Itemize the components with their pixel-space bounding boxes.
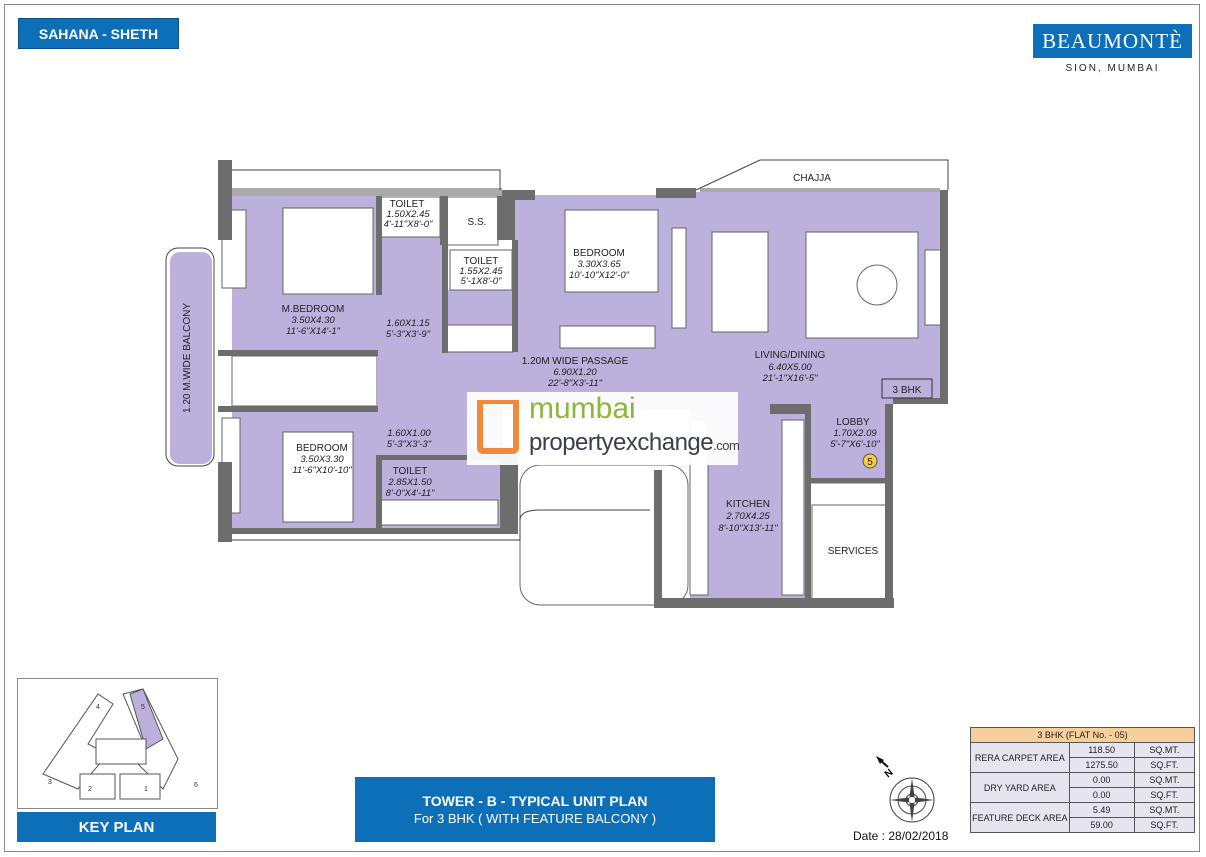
- unit-badge: 3 BHK: [893, 385, 922, 396]
- bedroom3-imperial: 11'-6"X10'-10": [292, 465, 352, 476]
- walls: [218, 160, 948, 608]
- lobby-imperial: 5'-7"X6'-10": [830, 439, 880, 450]
- key-unit-4: 4: [96, 704, 100, 711]
- area-row-label: DRY YARD AREA: [970, 772, 1070, 803]
- plan-title: TOWER - B - TYPICAL UNIT PLAN For 3 BHK …: [355, 777, 715, 842]
- watermark-line1: mumbai: [529, 392, 636, 425]
- m-bedroom-imperial: 11'-6"X14'-1": [286, 326, 341, 337]
- area-unit: SQ.MT.: [1133, 802, 1196, 818]
- key-unit-2: 2: [88, 786, 92, 793]
- key-unit-1: 1: [144, 786, 148, 793]
- kitchen-imperial: 8'-10"X13'-11": [718, 523, 778, 534]
- area-value: 0.00: [1068, 787, 1135, 803]
- plan-title-line2: For 3 BHK ( WITH FEATURE BALCONY ): [413, 811, 657, 826]
- living-imperial: 21'-1"X16'-5": [762, 373, 818, 384]
- watermark-domain: propertyexchange: [529, 429, 714, 456]
- outline: [165, 159, 949, 541]
- toilet1-imperial: 4'-11"X8'-0": [384, 219, 433, 230]
- passage-name: 1.20M WIDE PASSAGE: [522, 356, 629, 367]
- kitchen-name: KITCHEN: [726, 499, 770, 510]
- area-row-label: RERA CARPET AREA: [970, 742, 1070, 773]
- area-value: 5.49: [1068, 802, 1135, 818]
- page-frame: [4, 4, 1200, 852]
- kitchen-metric: 2.70X4.25: [725, 511, 770, 522]
- area-value: 59.00: [1068, 817, 1135, 833]
- developer-tag: SAHANA - SHETH: [18, 18, 179, 49]
- watermark-suffix: .com: [713, 438, 740, 453]
- m-bedroom-name: M.BEDROOM: [282, 304, 345, 315]
- toilet1-metric: 1.50X2.45: [386, 209, 430, 220]
- area-value: 0.00: [1068, 772, 1135, 788]
- key-plan: 2 1 3 4 5 6: [17, 678, 218, 809]
- toilet2-imperial: 5'-1X8'-0": [461, 276, 502, 287]
- dress1-imperial: 5'-3"X3'-9": [386, 329, 431, 340]
- area-value: 1275.50: [1068, 757, 1135, 773]
- passage-metric: 6.90X1.20: [553, 367, 597, 378]
- services-label: SERVICES: [828, 546, 879, 557]
- area-value: 118.50: [1068, 742, 1135, 758]
- toilet3-metric: 2.85X1.50: [387, 477, 432, 488]
- fixtures: [221, 196, 943, 606]
- ss-label: S.S.: [468, 217, 487, 228]
- key-unit-5: 5: [141, 704, 145, 711]
- toilet2-metric: 1.55X2.45: [459, 266, 503, 277]
- chajja-label: CHAJJA: [793, 173, 831, 184]
- watermark: mumbai propertyexchange.com: [467, 392, 740, 465]
- north-label: N: [883, 767, 896, 780]
- project-logo: BEAUMONTÈ: [1033, 24, 1192, 58]
- lobby-metric: 1.70X2.09: [833, 428, 877, 439]
- area-unit: SQ.FT.: [1133, 757, 1196, 773]
- balcony-label: 1.20 M.WIDE BALCONY: [182, 303, 193, 413]
- key-plan-label: KEY PLAN: [17, 812, 216, 842]
- area-unit: SQ.MT.: [1133, 772, 1196, 788]
- flat-number: 5: [867, 457, 873, 468]
- toilet3-imperial: 8'-0"X4'-11": [386, 488, 435, 499]
- m-bedroom-metric: 3.50X4.30: [291, 315, 335, 326]
- area-unit: SQ.FT.: [1133, 787, 1196, 803]
- dress2-metric: 1.60X1.00: [387, 428, 431, 439]
- dress2-imperial: 5'-3"X3'-3": [387, 439, 432, 450]
- area-unit: SQ.MT.: [1133, 742, 1196, 758]
- plan-date: Date : 28/02/2018: [853, 829, 949, 843]
- bedroom3-metric: 3.50X3.30: [300, 454, 344, 465]
- passage-imperial: 22'-8"X3'-11": [547, 378, 603, 389]
- watermark-line2: propertyexchange.com: [529, 429, 740, 460]
- plan-title-line1: TOWER - B - TYPICAL UNIT PLAN: [422, 793, 648, 809]
- compass-icon: N: [876, 756, 935, 823]
- bedroom3-name: BEDROOM: [296, 443, 348, 454]
- key-unit-3: 3: [48, 779, 52, 786]
- area-row-label: FEATURE DECK AREA: [970, 802, 1070, 833]
- toilet2-name: TOILET: [464, 256, 499, 267]
- area-table-header: 3 BHK (FLAT No. - 05): [970, 727, 1195, 743]
- living-metric: 6.40X5.00: [768, 362, 812, 373]
- key-plan-drawing: 2 1 3 4 5 6: [42, 688, 198, 800]
- toilet3-name: TOILET: [393, 466, 428, 477]
- lobby-name: LOBBY: [836, 417, 870, 428]
- bedroom2-imperial: 10'-10"X12'-0": [569, 270, 630, 281]
- area-unit: SQ.FT.: [1133, 817, 1196, 833]
- bedroom2-name: BEDROOM: [573, 248, 625, 259]
- project-location: SION, MUMBAI: [1065, 63, 1160, 74]
- dress1-metric: 1.60X1.15: [386, 318, 430, 329]
- watermark-logo-icon: [477, 400, 519, 454]
- toilet1-name: TOILET: [390, 199, 425, 210]
- unit-badge-box: [881, 378, 933, 399]
- area-table: 3 BHK (FLAT No. - 05) RERA CARPET AREA 1…: [970, 727, 1196, 833]
- living-name: LIVING/DINING: [755, 350, 826, 361]
- bedroom2-metric: 3.30X3.65: [577, 259, 621, 270]
- flat-number-badge: [862, 453, 878, 469]
- key-unit-6: 6: [194, 782, 198, 789]
